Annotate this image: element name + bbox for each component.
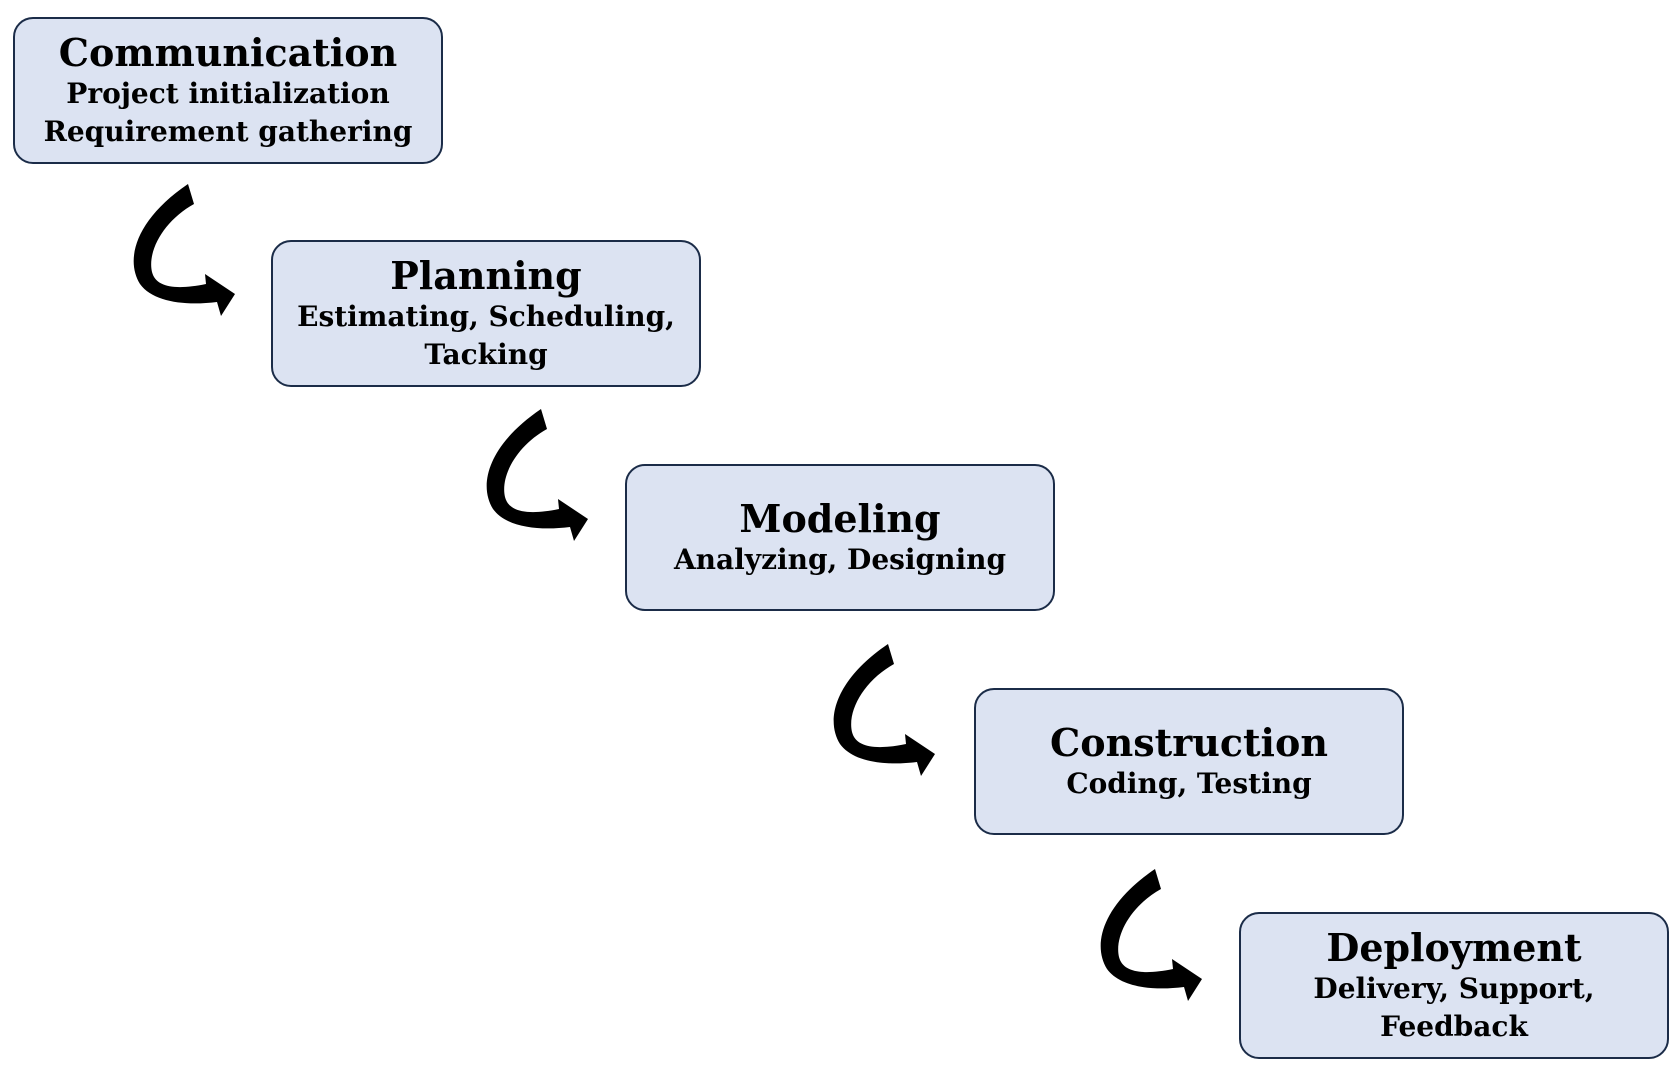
curved-arrow-icon (133, 184, 235, 316)
phase-description: Delivery, Support, Feedback (1313, 971, 1595, 1043)
phase-title: Construction (1050, 719, 1328, 765)
phase-description: Project initialization Requirement gathe… (43, 76, 413, 148)
curved-arrow-icon (833, 644, 935, 776)
phase-box-communication: Communication Project initialization Req… (13, 17, 443, 164)
phase-box-modeling: Modeling Analyzing, Designing (625, 464, 1055, 611)
phase-title: Planning (390, 252, 582, 298)
phase-title: Communication (58, 29, 398, 75)
phase-description: Coding, Testing (1066, 766, 1312, 800)
phase-box-construction: Construction Coding, Testing (974, 688, 1404, 835)
phase-box-deployment: Deployment Delivery, Support, Feedback (1239, 912, 1669, 1059)
phase-description: Analyzing, Designing (673, 542, 1007, 576)
phase-box-planning: Planning Estimating, Scheduling, Tacking (271, 240, 701, 387)
phase-description: Estimating, Scheduling, Tacking (297, 299, 675, 371)
phase-title: Deployment (1326, 924, 1582, 970)
curved-arrow-icon (486, 409, 588, 541)
curved-arrow-icon (1100, 869, 1202, 1001)
phase-title: Modeling (739, 495, 941, 541)
